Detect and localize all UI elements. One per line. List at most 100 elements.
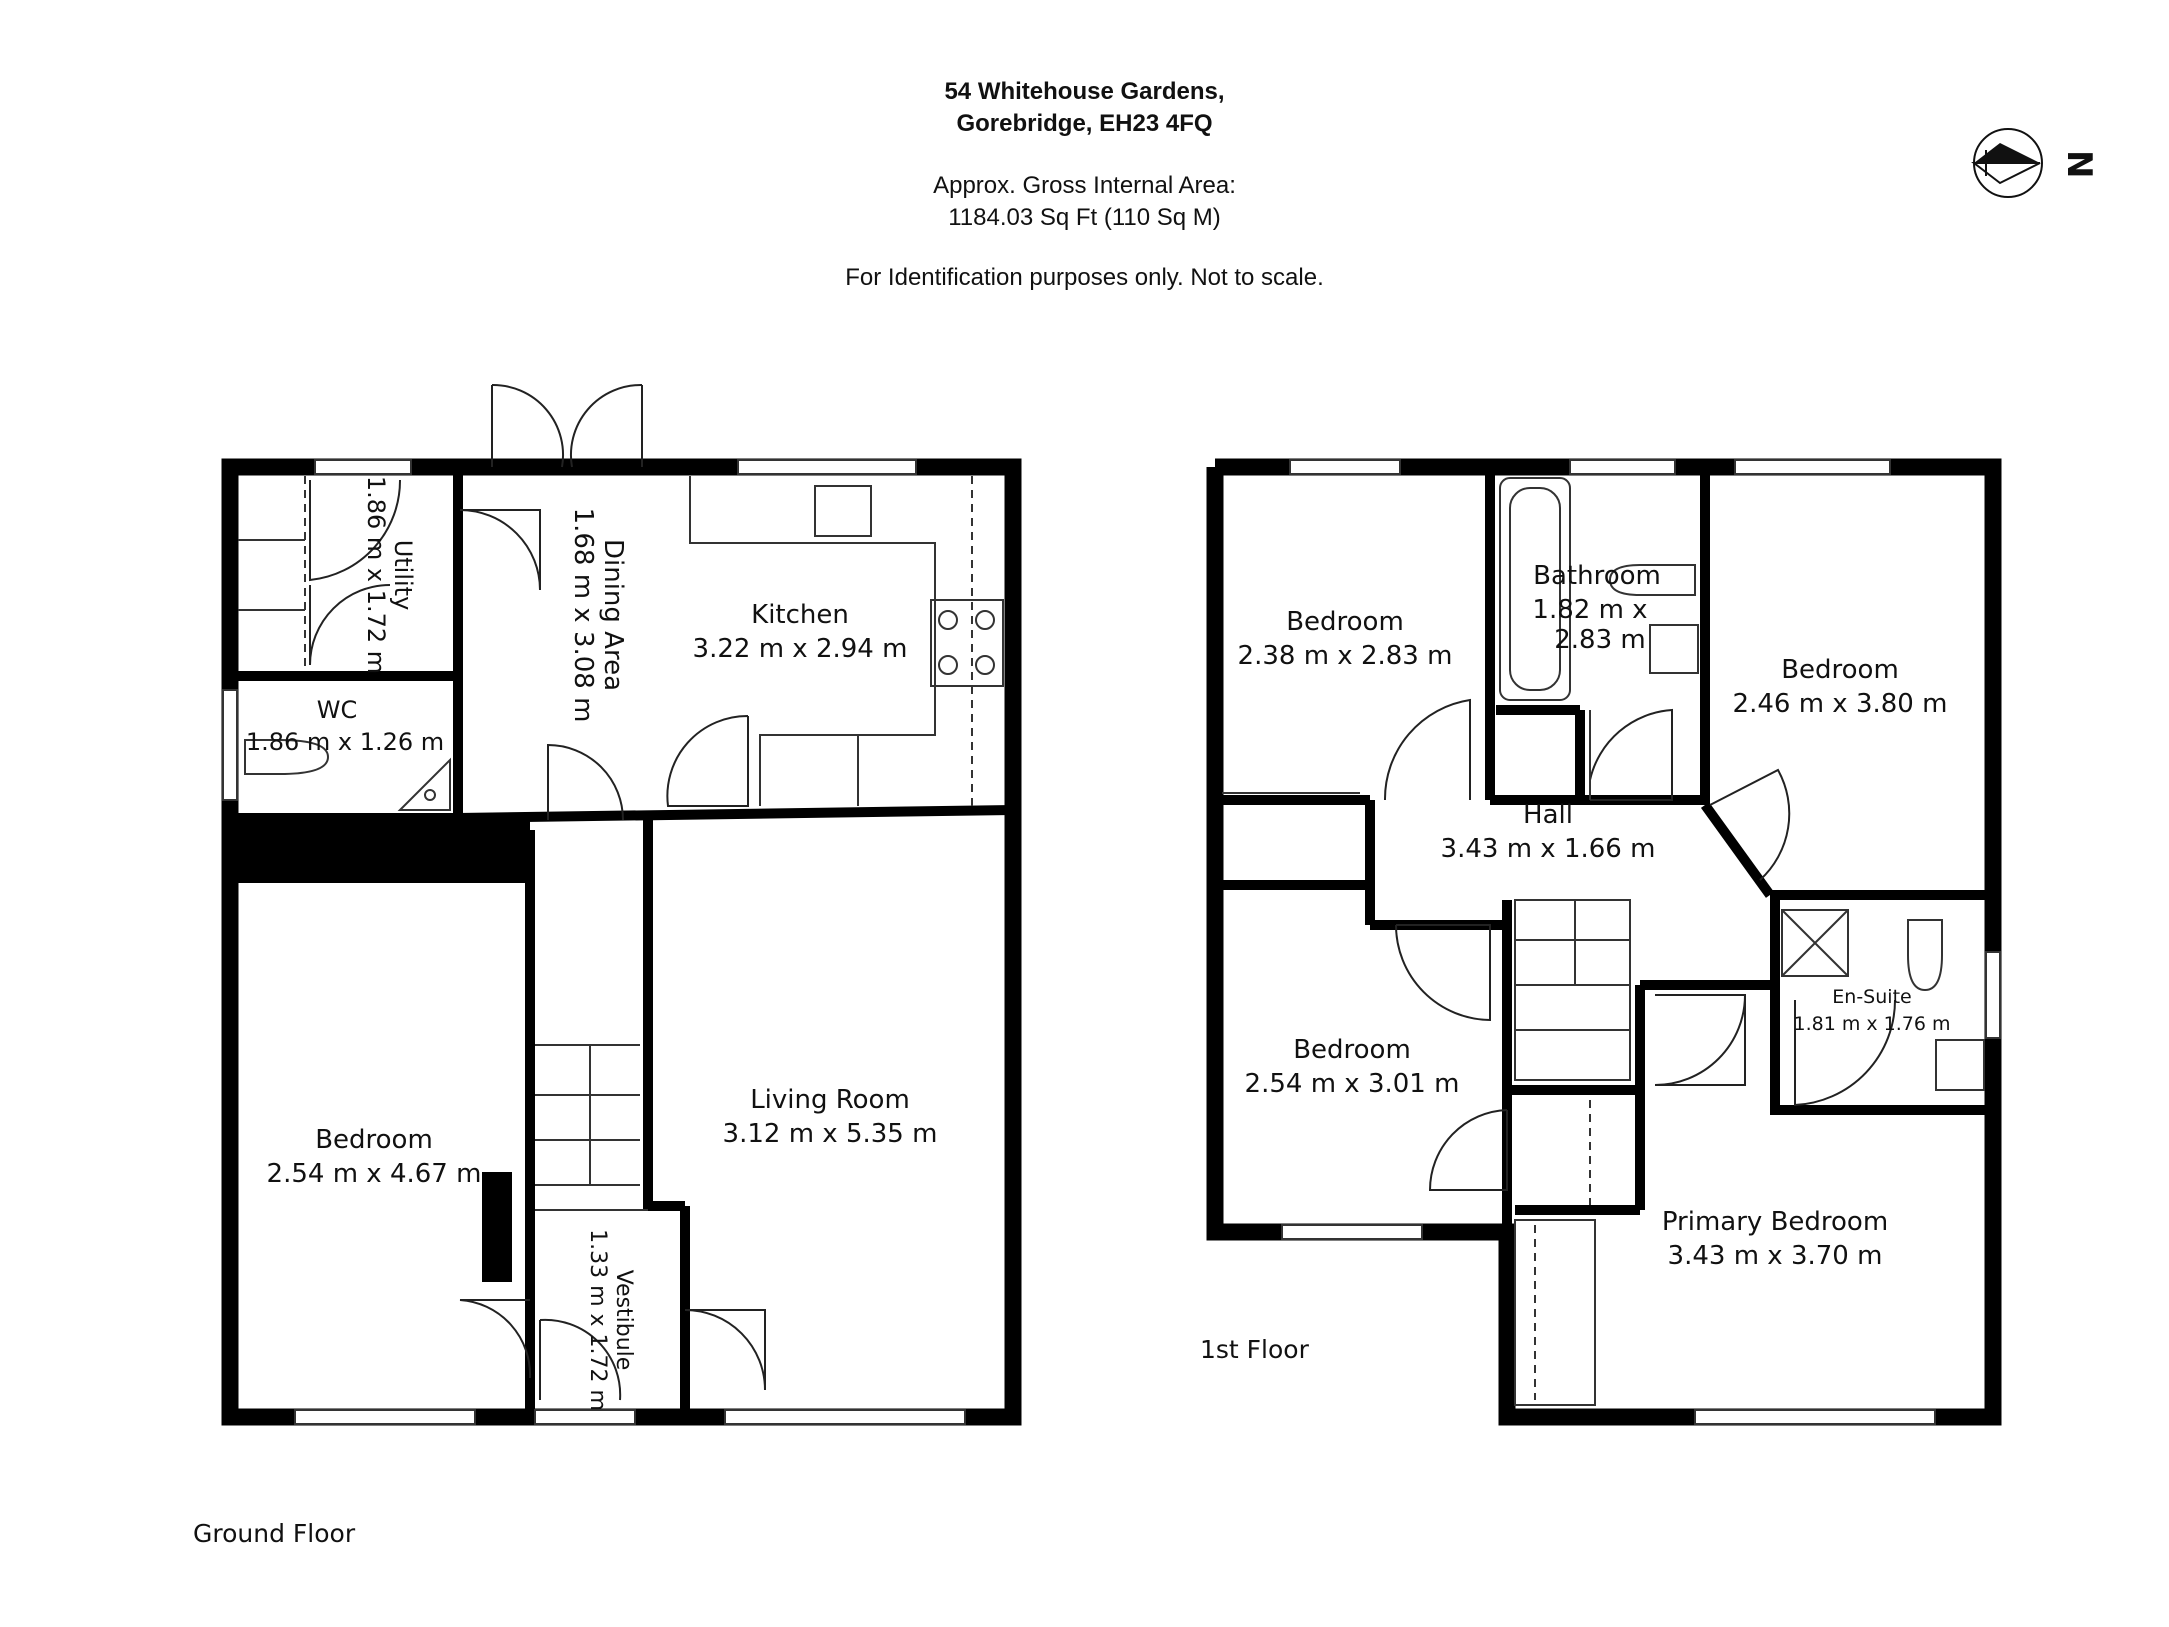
hob-ring [938,655,958,675]
hob-icon [930,599,1004,687]
ff-windows [1281,459,2001,1425]
gf-fireplace-block [482,1172,512,1282]
french-door-right [569,383,643,468]
dining-label: Dining Area [598,539,628,691]
hob-ring [975,655,995,675]
primary-bedroom-label: Primary Bedroom [1662,1207,1888,1237]
toilet-icon [1608,564,1696,596]
ff-bedroom-c-label: Bedroom [1293,1035,1411,1065]
ff-bedroom-c-size: 2.54 m x 3.01 m [1245,1069,1460,1099]
ff-bedroom-a-size: 2.38 m x 2.83 m [1238,641,1453,671]
hall-label: Hall [1523,800,1573,830]
shower-diag [1781,909,1849,977]
door-arc [1654,994,1746,1086]
window [294,1409,476,1425]
shower-icon [1781,909,1849,977]
primary-bedroom-size: 3.43 m x 3.70 m [1668,1241,1883,1271]
first-floor-label: 1st Floor [1200,1335,1310,1364]
bath-inner [1509,487,1561,691]
bathroom-label: Bathroom [1533,561,1661,591]
ff-bedroom-a-label: Bedroom [1286,607,1404,637]
french-door-left [491,383,565,468]
ff-bedroom-b-label: Bedroom [1781,655,1899,685]
door-arc [539,1318,622,1401]
ff-wardrobes [1222,792,1596,1406]
basin-icon [397,757,451,811]
vestibule-size: 1.33 m x 1.72 m [585,1229,610,1411]
living-room-size: 3.12 m x 5.35 m [723,1119,938,1149]
window [724,1409,966,1425]
window [1985,951,2001,1039]
window [1734,459,1891,475]
door-arc [1383,698,1471,801]
basin-icon [1649,624,1699,674]
wc-size: 1.86 m x 1.26 m [246,728,444,756]
door-arc [309,479,402,582]
address-line-1: 54 Whitehouse Gardens, [944,78,1225,105]
ground-floor-label: Ground Floor [193,1519,356,1548]
ff-bathroom-fittings [1499,477,1985,1091]
hob-ring [938,610,958,630]
utility-label: Utility [389,540,417,611]
kitchen-fittings [689,476,1004,806]
gf-doors [309,383,766,1401]
door-arc [1794,999,1897,1107]
disclaimer: For Identification purposes only. Not to… [845,264,1324,291]
wardrobe-box [1514,1219,1596,1406]
area-value: 1184.03 Sq Ft (110 Sq M) [948,204,1221,231]
ensuite-label: En-Suite [1832,986,1911,1008]
door-arc [1395,924,1491,1022]
sink-icon [814,485,872,537]
ff-bedroom-b-size: 2.46 m x 3.80 m [1733,689,1948,719]
kitchen-size: 3.22 m x 2.94 m [693,634,908,664]
window [1281,1224,1423,1240]
door-arc [1709,768,1791,881]
first-floor-plan [1206,458,2002,1426]
ff-staircase [1514,899,1631,1081]
ff-outer-wall [1206,458,2002,1426]
vestibule-label: Vestibule [611,1270,636,1371]
worktop [689,476,936,806]
window [1569,459,1676,475]
gf-bedroom-size: 2.54 m x 4.67 m [267,1159,482,1189]
wc-label: WC [317,696,358,724]
bathroom-size-1: 1.82 m x [1532,595,1647,625]
door-arc [666,714,749,807]
area-label: Approx. Gross Internal Area: [933,172,1236,199]
gf-windows [222,459,966,1425]
dining-size: 1.68 m x 3.08 m [568,508,598,723]
gf-chimney-block [230,818,530,883]
door-arc [1589,708,1673,801]
door-arc [684,1309,766,1391]
ensuite-size: 1.81 m x 1.76 m [1793,1013,1950,1035]
kitchen-label: Kitchen [751,600,849,630]
gf-wall [457,805,1014,823]
ff-doors [1383,698,1897,1191]
toilet-icon [244,739,330,775]
hob-ring [975,610,995,630]
bath-icon [1499,477,1571,701]
door-arc [459,509,541,591]
gf-bedroom-label: Bedroom [315,1125,433,1155]
window [222,689,238,801]
window [534,1409,636,1425]
living-room-label: Living Room [750,1085,910,1115]
gf-room-labels: Utility 1.86 m x 1.72 m WC 1.86 m x 1.26… [246,476,938,1411]
ff-room-labels: Bedroom 2.38 m x 2.83 m Bathroom 1.82 m … [1238,561,1951,1271]
gf-staircase [535,1044,648,1211]
window [737,459,917,475]
door-arc [1428,1109,1508,1191]
basin-drain [424,789,436,801]
utility-size: 1.86 m x 1.72 m [362,476,390,674]
bathroom-size-2: 2.83 m [1554,625,1645,655]
compass-north-label: N [2059,150,2099,178]
utility-fittings [238,476,451,811]
window [1694,1409,1936,1425]
door-arc [459,1299,532,1379]
door-arc [547,743,624,821]
basin-icon [1935,1039,1985,1091]
compass-icon [1971,128,2043,198]
stair-outline [1514,899,1631,1081]
hall-size: 3.43 m x 1.66 m [1441,834,1656,864]
